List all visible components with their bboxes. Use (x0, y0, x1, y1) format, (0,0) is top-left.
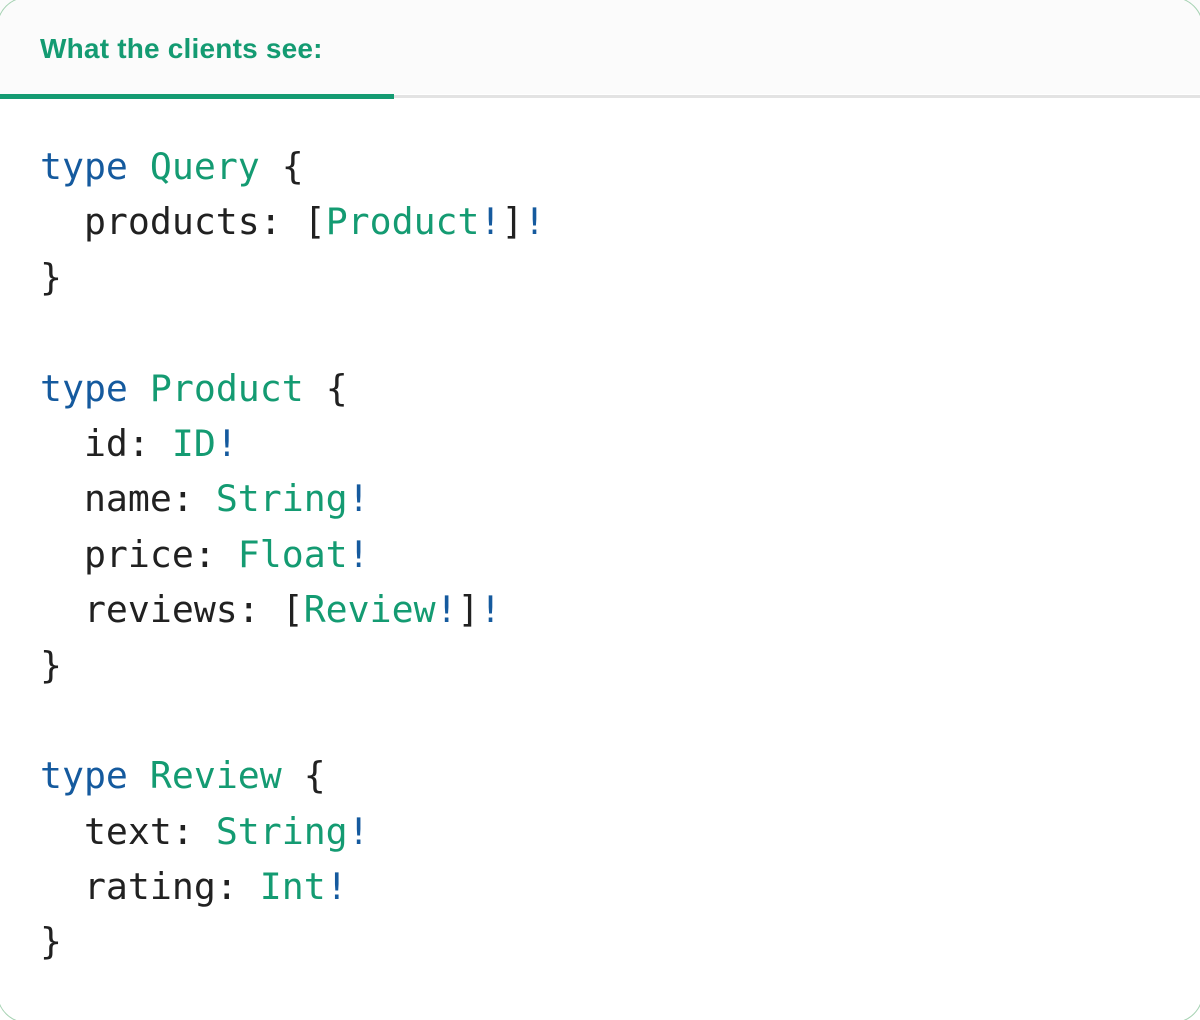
code-line (40, 693, 545, 748)
code-line: id: ID! (40, 421, 238, 465)
tab-active-indicator (0, 94, 394, 99)
code-line: type Review { (40, 754, 326, 798)
tab-what-clients-see[interactable]: What the clients see: (40, 32, 323, 66)
code-line: type Query { (40, 145, 304, 188)
panel-header: What the clients see: (0, 0, 1200, 94)
code-block: type Query { products: [Product!]!} type … (40, 139, 545, 970)
code-line: products: [Product!]! (40, 200, 546, 244)
code-line: reviews: [Review!]! (40, 588, 502, 632)
tab-label: What the clients see: (40, 33, 323, 64)
code-line: text: String! (40, 809, 370, 853)
code-line: rating: Int! (40, 865, 348, 909)
tab-divider-track (0, 95, 1200, 98)
code-line: price: Float! (40, 532, 370, 576)
code-line: name: String! (40, 477, 370, 521)
code-line: } (40, 920, 62, 964)
code-line (40, 305, 545, 360)
code-line: type Product { (40, 366, 348, 410)
code-line: } (40, 255, 62, 299)
code-line: } (40, 643, 62, 687)
